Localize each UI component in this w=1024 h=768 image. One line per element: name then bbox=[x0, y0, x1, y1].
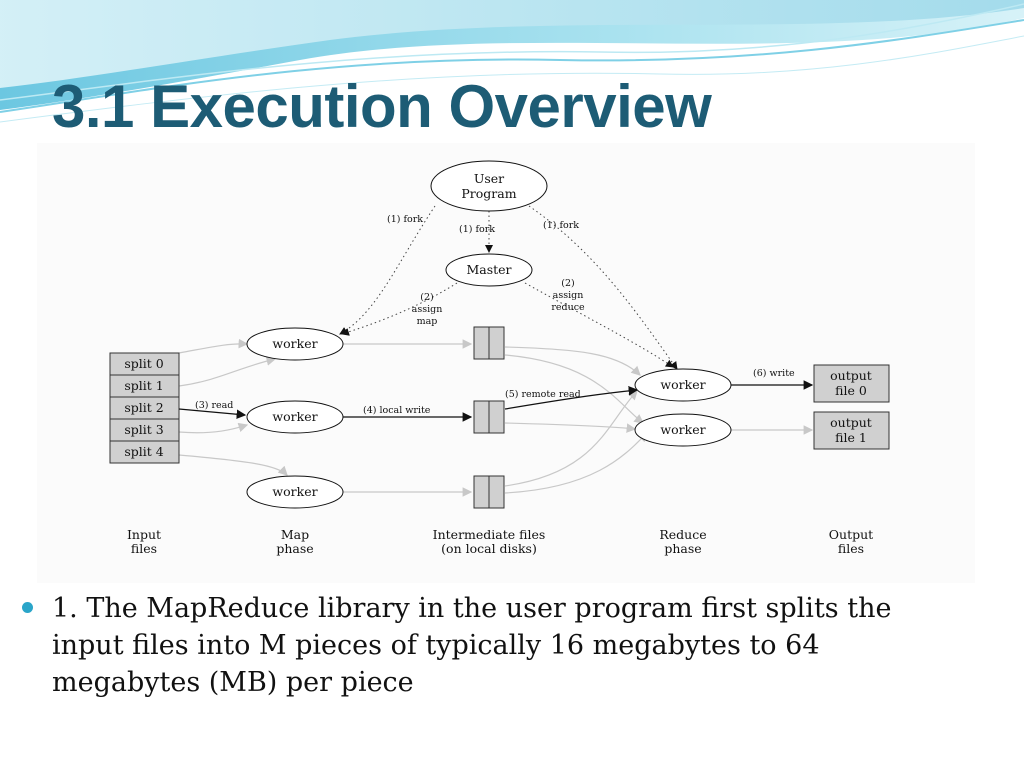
split-label: split 1 bbox=[124, 378, 163, 393]
assign-map-line bbox=[341, 282, 458, 336]
output-file-label: output bbox=[830, 368, 872, 383]
bullet-dot-icon bbox=[22, 602, 33, 613]
reduce-worker-label: worker bbox=[660, 422, 705, 437]
assign-reduce-label: (2) assign reduce bbox=[551, 278, 585, 313]
intermediate-to-reduce-lines bbox=[504, 346, 648, 494]
map-to-intermediate-lines bbox=[343, 339, 473, 497]
local-write-label: (4) local write bbox=[363, 405, 431, 416]
assign-reduce-line bbox=[524, 282, 674, 368]
fork-right-label: (1) fork bbox=[543, 220, 579, 231]
user-program-label-2: Program bbox=[461, 186, 516, 201]
output-file-label: output bbox=[830, 415, 872, 430]
user-program-node: User Program bbox=[430, 160, 548, 212]
master-label: Master bbox=[466, 262, 511, 277]
split-label: split 4 bbox=[124, 444, 163, 459]
phase-label: Map bbox=[281, 527, 309, 542]
map-worker-label: worker bbox=[272, 409, 317, 424]
intermediate-files bbox=[473, 326, 505, 509]
phase-label: phase bbox=[276, 541, 313, 556]
input-splits: split 0 split 1 split 2 split 3 split 4 bbox=[109, 352, 180, 464]
split-label: split 0 bbox=[124, 356, 163, 371]
master-node: Master bbox=[445, 253, 533, 287]
fork-left-line bbox=[339, 205, 436, 335]
write-label: (6) write bbox=[753, 368, 795, 379]
svg-text:(2): (2) bbox=[420, 292, 433, 303]
svg-text:assign: assign bbox=[412, 304, 443, 315]
svg-text:(2): (2) bbox=[561, 278, 574, 289]
read-label: (3) read bbox=[195, 400, 233, 411]
output-file-label: file 0 bbox=[835, 383, 867, 398]
remote-read-line bbox=[504, 386, 639, 410]
svg-text:map: map bbox=[417, 316, 438, 327]
fork-lines bbox=[339, 205, 678, 370]
split-label: split 3 bbox=[124, 422, 163, 437]
phase-label: files bbox=[131, 541, 157, 556]
phase-label: Reduce bbox=[659, 527, 706, 542]
fork-left-label: (1) fork bbox=[387, 214, 423, 225]
phase-label: phase bbox=[664, 541, 701, 556]
map-workers: worker worker worker bbox=[246, 327, 344, 509]
phase-label: files bbox=[838, 541, 864, 556]
user-program-label-1: User bbox=[474, 171, 504, 186]
split-label: split 2 bbox=[124, 400, 163, 415]
map-worker-label: worker bbox=[272, 336, 317, 351]
map-worker-label: worker bbox=[272, 484, 317, 499]
reduce-worker-label: worker bbox=[660, 377, 705, 392]
phase-label: (on local disks) bbox=[441, 541, 537, 556]
output-files: output file 0 output file 1 bbox=[813, 364, 890, 450]
header-wave-banner bbox=[0, 0, 1024, 130]
phase-label: Intermediate files bbox=[433, 527, 546, 542]
slide-title: 3.1 Execution Overview bbox=[52, 73, 712, 140]
read-line bbox=[178, 408, 247, 420]
phase-labels: Input files Map phase Intermediate files… bbox=[127, 527, 873, 556]
assign-map-label: (2) assign map bbox=[412, 292, 443, 327]
fork-center-label: (1) fork bbox=[459, 224, 495, 235]
mapreduce-diagram-svg: User Program Master (1) fork (1) fork (1… bbox=[109, 160, 890, 556]
reduce-workers: worker worker bbox=[634, 368, 732, 447]
phase-label: Output bbox=[829, 527, 873, 542]
svg-text:reduce: reduce bbox=[551, 302, 585, 313]
phase-label: Input bbox=[127, 527, 161, 542]
mapreduce-diagram: User Program Master (1) fork (1) fork (1… bbox=[37, 143, 975, 583]
remote-read-label: (5) remote read bbox=[505, 389, 581, 400]
svg-text:assign: assign bbox=[553, 290, 584, 301]
bullet-text: 1. The MapReduce library in the user pro… bbox=[52, 593, 892, 698]
input-lines bbox=[178, 338, 288, 476]
output-file-label: file 1 bbox=[835, 430, 867, 445]
